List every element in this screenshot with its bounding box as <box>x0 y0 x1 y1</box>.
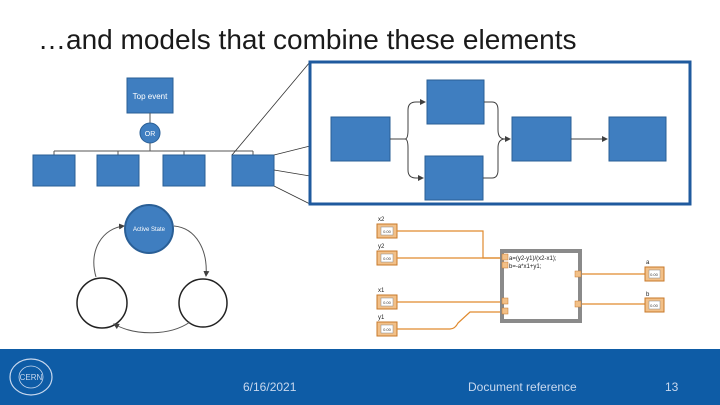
transition-left-to-active <box>93 223 125 278</box>
zoom-line-bottom <box>273 185 311 205</box>
rbd-block-lower <box>424 155 484 201</box>
top-event-label: Top event <box>133 92 168 101</box>
or-gate-label: OR <box>145 131 156 138</box>
rbd-arrow-split-upper <box>390 99 426 140</box>
transition-active-to-right <box>173 225 210 277</box>
zoom-line-mid <box>273 169 311 177</box>
rbd-block-output <box>608 116 667 162</box>
diagram-canvas: Top event OR Active State <box>32 60 692 337</box>
state-node-left <box>76 277 128 329</box>
control-y2-value: 0.00 <box>383 256 392 261</box>
basic-event-box-2 <box>96 154 140 187</box>
rbd-arrow-join-upper <box>484 101 511 142</box>
basic-event-box-1 <box>32 154 76 187</box>
active-state-node <box>124 204 174 254</box>
input-label-x1: x1 <box>378 288 385 294</box>
input-label-x2: x2 <box>378 217 385 223</box>
wire-y1 <box>397 311 502 330</box>
output-label-b: b <box>646 292 650 298</box>
zoom-line-right <box>273 145 311 156</box>
rbd-block-mid <box>511 116 572 162</box>
state-node-right <box>178 278 228 328</box>
formula-line-1: a=(y2-y1)/(x2-x1); <box>509 256 557 262</box>
control-x2-value: 0.00 <box>383 229 392 234</box>
rbd-arrow-split-lower <box>390 138 424 181</box>
formula-line-2: b=-a*x1+y1; <box>509 264 542 270</box>
footer-bar: CERN 6/16/2021 Document reference 13 <box>0 349 720 405</box>
indicator-a-value: 0.00 <box>650 272 659 277</box>
basic-event-box-4 <box>231 154 275 187</box>
input-label-y2: y2 <box>378 244 385 250</box>
wire-x2 <box>397 230 502 259</box>
cern-logo-icon: CERN <box>9 358 53 396</box>
top-event-box <box>126 77 174 114</box>
control-x1-value: 0.00 <box>383 300 392 305</box>
control-y1-value: 0.00 <box>383 327 392 332</box>
indicator-b-value: 0.00 <box>650 303 659 308</box>
formula-node[interactable] <box>500 249 582 323</box>
rbd-block-upper <box>426 79 485 125</box>
footer-date: 6/16/2021 <box>243 380 297 394</box>
zoomed-block-diagram <box>308 60 692 206</box>
state-diagram: Active State <box>76 204 228 334</box>
rbd-block-input <box>330 116 391 162</box>
basic-event-box-3 <box>162 154 206 187</box>
footer-document-reference: Document reference <box>468 380 577 394</box>
zoom-line-top <box>231 61 311 156</box>
footer-page-number: 13 <box>665 380 679 394</box>
rbd-arrow-join-lower <box>483 138 506 179</box>
fault-tree: Top event OR <box>32 77 275 187</box>
input-label-y1: y1 <box>378 315 385 321</box>
output-label-a: a <box>646 260 650 266</box>
labview-diagram: x2 y2 x1 y1 0.00 0.00 0.00 0.00 a=(y2-y1… <box>376 217 665 337</box>
slide-title: …and models that combine these elements <box>38 24 577 55</box>
active-state-label: Active State <box>133 227 166 233</box>
transition-right-to-left <box>113 321 191 334</box>
logo-text: CERN <box>20 373 43 382</box>
